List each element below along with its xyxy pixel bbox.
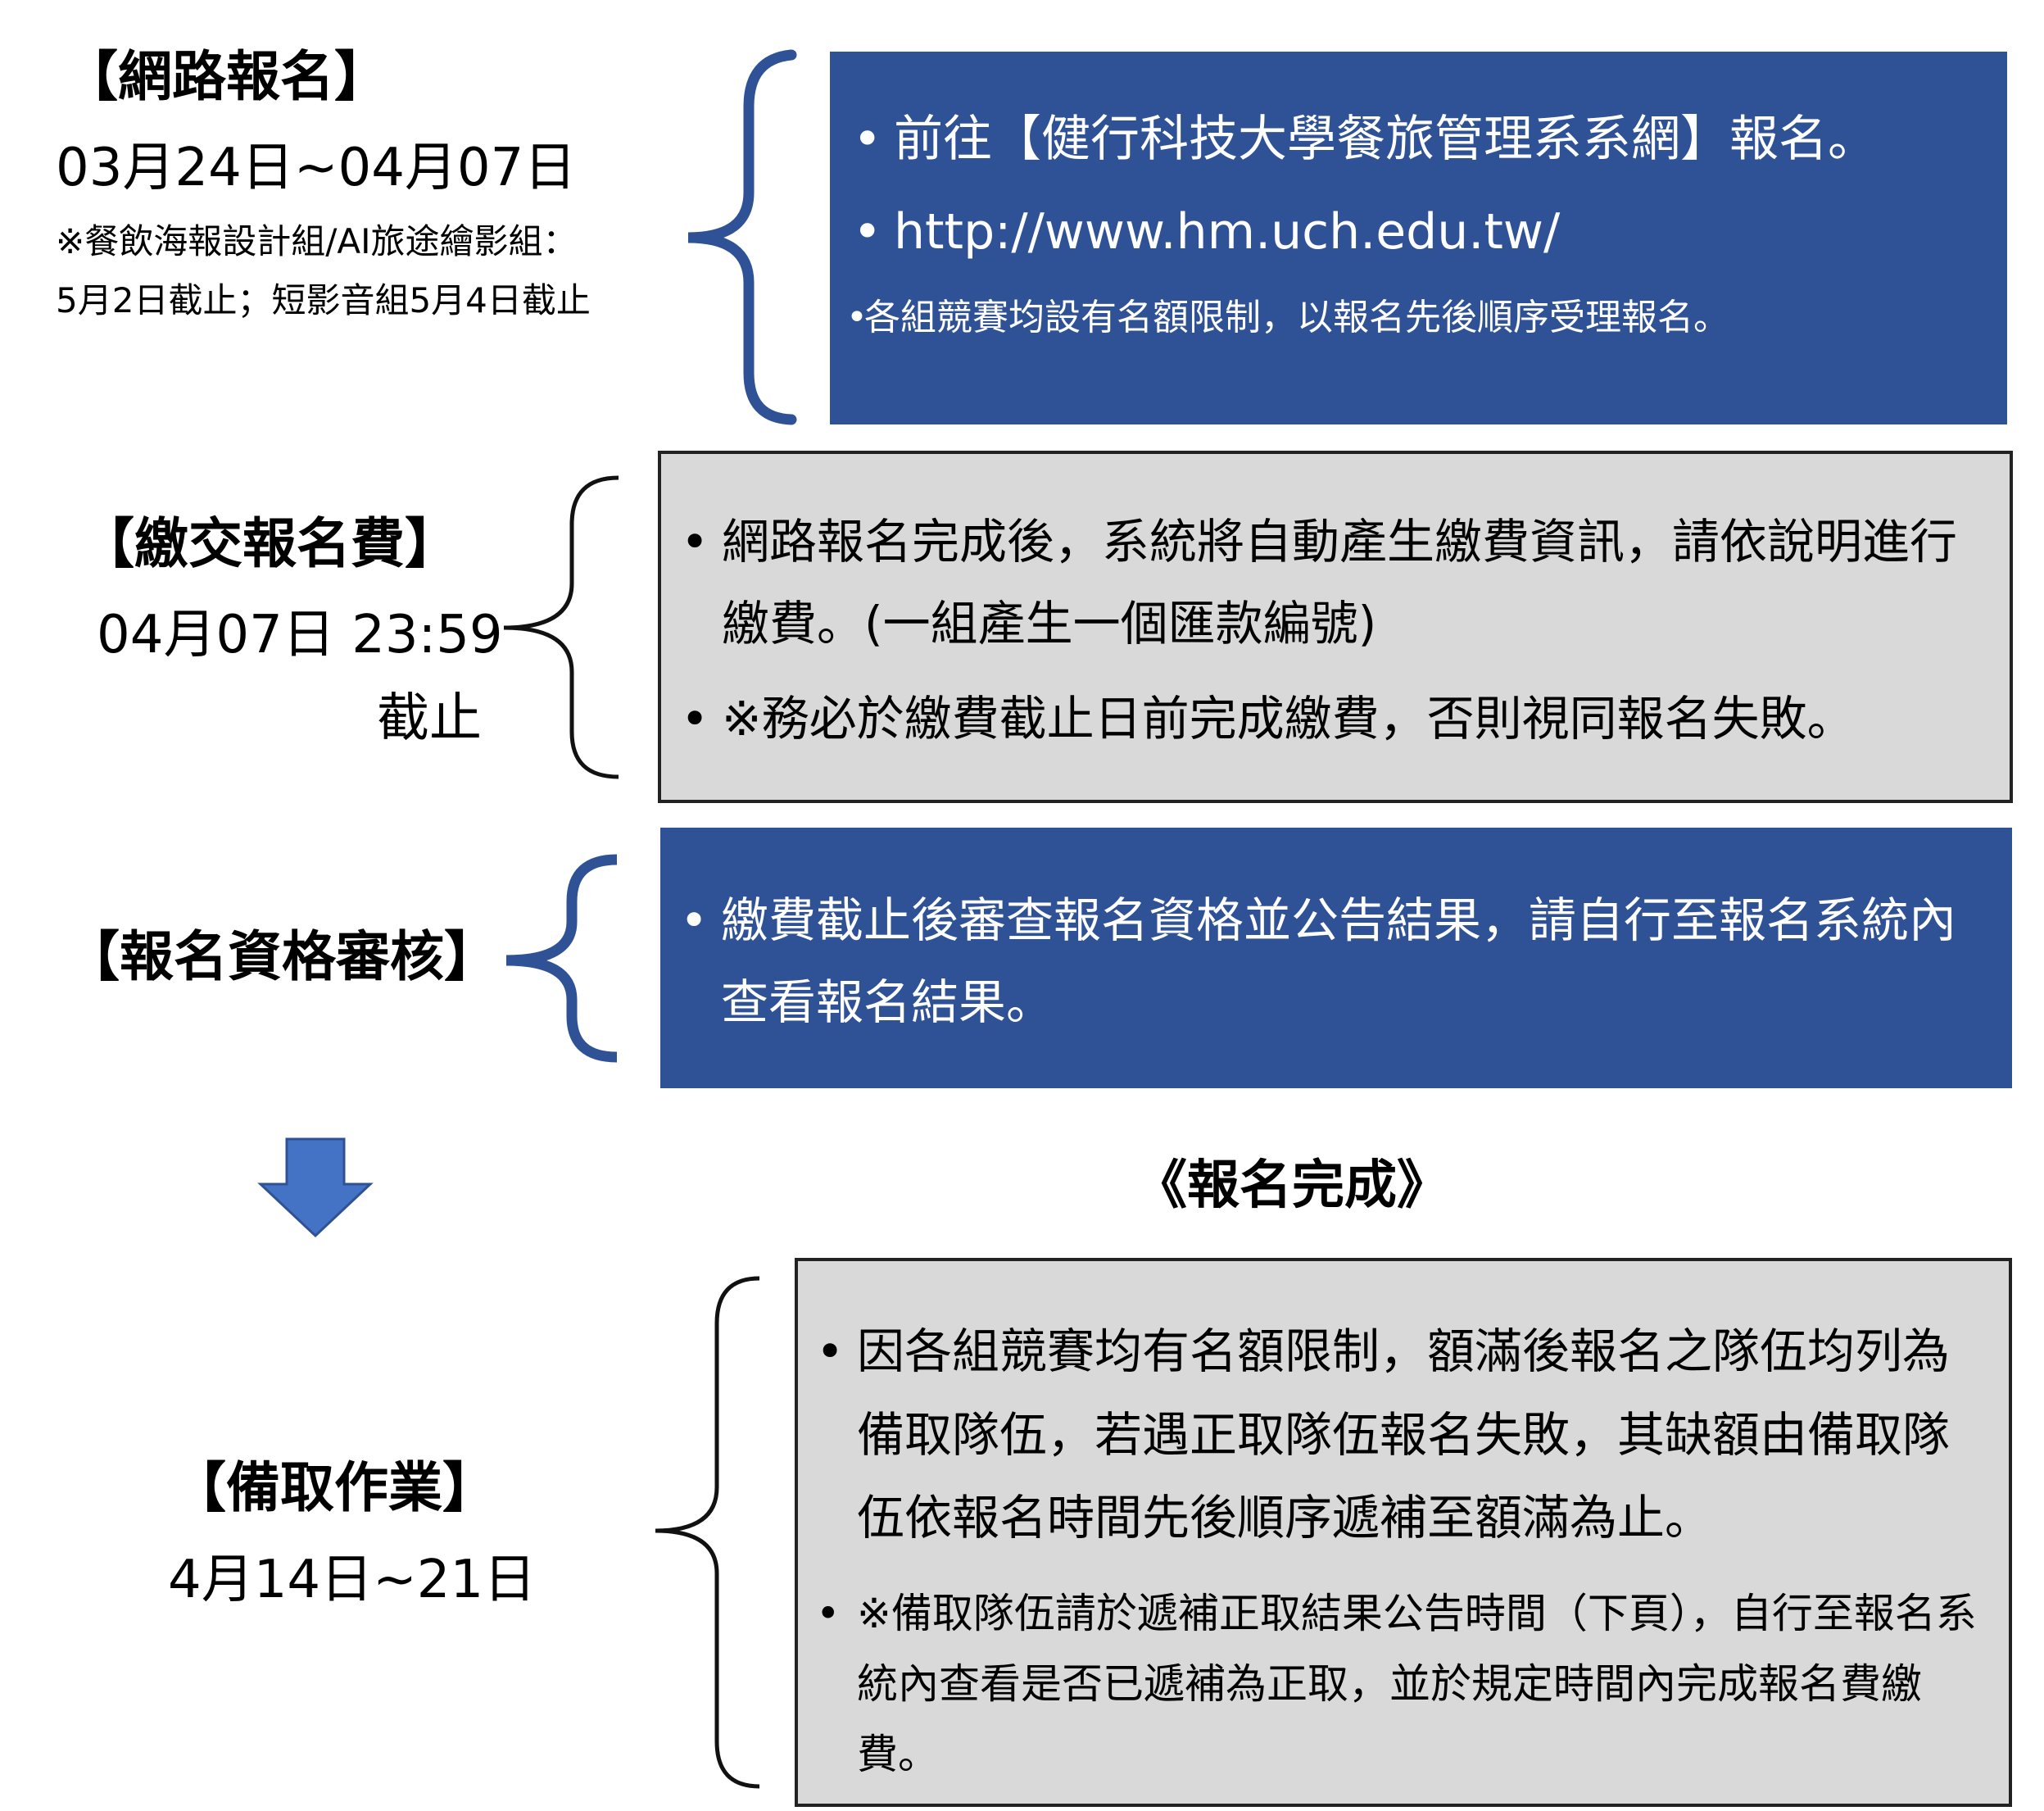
step4-date: 4月14日~21日 xyxy=(168,1550,537,1610)
step4-box: 因各組競賽均有名額限制，額滿後報名之隊伍均列為備取隊伍，若遇正取隊伍報名失敗，其… xyxy=(795,1258,2012,1807)
step1-bullet-url[interactable]: http://www.hm.uch.edu.tw/ xyxy=(846,202,1991,263)
step2-box: 網路報名完成後，系統將自動產生繳費資訊，請依說明進行繳費。(一組產生一個匯款編號… xyxy=(658,451,2013,803)
brace-step2 xyxy=(503,475,619,779)
step2-title: 【繳交報名費】 xyxy=(80,512,459,575)
step1-note-line1: ※餐飲海報設計組/AI旅途繪影組： xyxy=(56,221,578,261)
step4-bullet-2: ※備取隊伍請於遞補正取結果公告時間（下頁），自行至報名系統內查看是否已遞補為正取… xyxy=(809,1578,1992,1790)
step1-date: 03月24日~04月07日 xyxy=(56,138,577,198)
step1-box: 前往【健行科技大學餐旅管理系系網】報名。 http://www.hm.uch.e… xyxy=(830,52,2007,424)
step4-bullet-1: 因各組競賽均有名額限制，額滿後報名之隊伍均列為備取隊伍，若遇正取隊伍報名失敗，其… xyxy=(809,1310,1992,1560)
step2-date-suffix: 截止 xyxy=(377,688,482,749)
step1-title: 【網路報名】 xyxy=(64,45,388,108)
step1-note-line2: 5月2日截止；短影音組5月4日截止 xyxy=(56,280,591,320)
down-arrow-icon xyxy=(257,1137,374,1238)
step1-bullet-1: 前往【健行科技大學餐旅管理系系網】報名。 xyxy=(846,109,1991,170)
brace-step4 xyxy=(655,1276,760,1789)
step4-title: 【備取作業】 xyxy=(172,1456,496,1519)
step2-bullet-2: ※務必於繳費截止日前完成繳費，否則視同報名失敗。 xyxy=(674,679,1993,760)
step2-bullet-1: 網路報名完成後，系統將自動產生繳費資訊，請依說明進行繳費。(一組產生一個匯款編號… xyxy=(674,502,1993,665)
step3-bullet-1: 繳費截止後審查報名資格並公告結果，請自行至報名系統內查看報名結果。 xyxy=(673,880,1996,1044)
brace-step1 xyxy=(687,49,797,425)
step3-title: 【報名資格審核】 xyxy=(66,925,498,988)
step3-box: 繳費截止後審查報名資格並公告結果，請自行至報名系統內查看報名結果。 xyxy=(660,828,2012,1088)
brace-step3 xyxy=(505,854,618,1063)
completion-label: 《報名完成》 xyxy=(1135,1155,1449,1216)
step2-date: 04月07日 23:59 xyxy=(97,605,503,665)
step1-bullet-3: 各組競賽均設有名額限制，以報名先後順序受理報名。 xyxy=(846,294,1991,341)
